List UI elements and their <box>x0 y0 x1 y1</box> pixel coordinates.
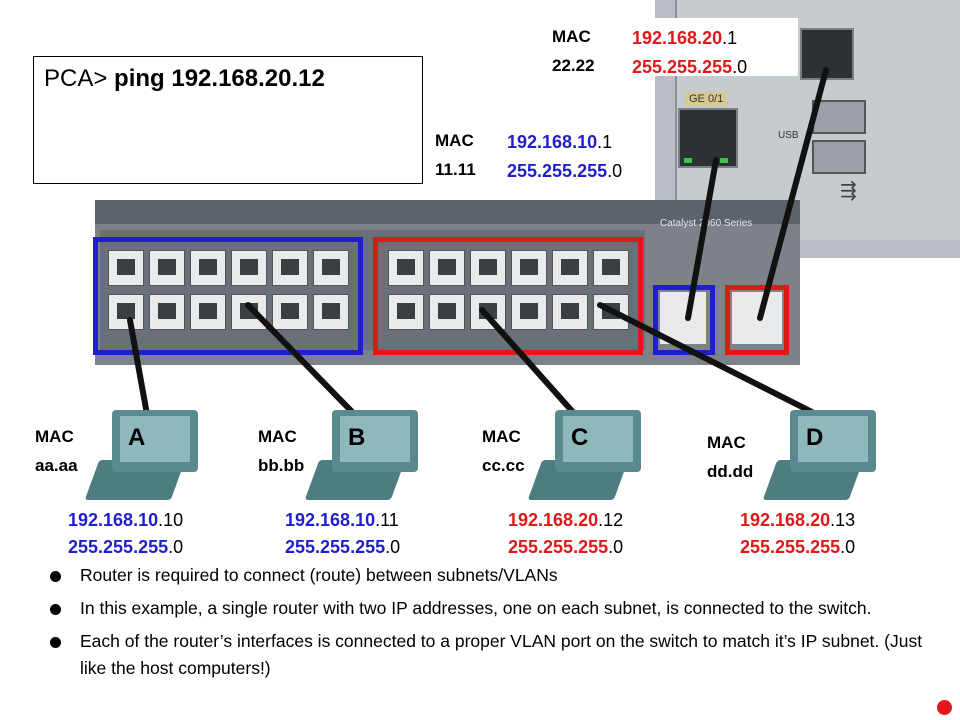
switch-port <box>470 250 506 286</box>
subnet-mask: 255.255.255.0 <box>632 57 748 77</box>
ip-address: 192.168.20.12 <box>508 510 624 530</box>
switch-port <box>231 250 267 286</box>
usb-label: USB <box>778 130 799 141</box>
switch-port <box>190 250 226 286</box>
mac-label: MAC <box>435 131 474 150</box>
ip-address: 192.168.20.13 <box>740 510 856 530</box>
vlan10-port-group <box>93 237 363 355</box>
router-port-led-blue <box>684 158 692 163</box>
bullet-item: Router is required to connect (route) be… <box>45 562 945 589</box>
computer-screen <box>563 416 633 462</box>
switch-port <box>272 294 308 330</box>
ip-address: 192.168.20.1 <box>632 28 738 48</box>
host-mac-c: MAC cc.cc <box>482 422 525 480</box>
console-window: PCA> ping 192.168.20.12 <box>33 56 423 184</box>
mac-label: MAC <box>35 427 74 446</box>
switch-top-edge <box>95 200 800 224</box>
mac-value: cc.cc <box>482 456 525 475</box>
cable-d <box>597 302 815 415</box>
console-prompt: PCA> <box>44 65 108 92</box>
router-if-blue-mac: MAC 11.11 <box>435 126 476 184</box>
cable-router-red <box>757 67 829 321</box>
mac-label: MAC <box>707 433 746 452</box>
host-computer-d: D <box>762 410 880 510</box>
switch-port <box>552 294 588 330</box>
mac-value: 22.22 <box>552 56 595 75</box>
vlan10-uplink-box <box>653 285 715 355</box>
host-name-label: B <box>348 424 366 451</box>
switch-port <box>313 250 349 286</box>
host-mac-d: MAC dd.dd <box>707 428 753 486</box>
mac-value: dd.dd <box>707 462 754 481</box>
switch-port <box>429 250 465 286</box>
slide-marker-dot <box>937 700 952 715</box>
console-command: ping 192.168.20.12 <box>114 65 325 92</box>
host-ip-d: 192.168.20.13 255.255.255.0 <box>740 507 855 561</box>
cable-router-blue <box>685 157 719 321</box>
mac-value: aa.aa <box>35 456 78 475</box>
vlan20-uplink-box <box>725 285 789 355</box>
switch-port <box>108 250 144 286</box>
host-ip-c: 192.168.20.12 255.255.255.0 <box>508 507 623 561</box>
router-if-red-ip: 192.168.20.1 255.255.255.0 <box>632 24 747 82</box>
switch-port <box>149 250 185 286</box>
switch-port <box>470 294 506 330</box>
ip-address: 192.168.10.1 <box>507 132 613 152</box>
mac-value: 11.11 <box>435 160 476 179</box>
switch-port <box>429 294 465 330</box>
switch-port <box>388 250 424 286</box>
ip-address: 192.168.10.11 <box>285 510 399 530</box>
mac-value: bb.bb <box>258 456 305 475</box>
computer-screen <box>120 416 190 462</box>
router-port-label: GE 0/1 <box>685 92 728 106</box>
host-name-label: C <box>571 424 589 451</box>
computer-screen <box>340 416 410 462</box>
cable-b <box>245 302 363 423</box>
ip-address: 192.168.10.10 <box>68 510 184 530</box>
mac-label: MAC <box>552 27 591 46</box>
host-ip-b: 192.168.10.11 255.255.255.0 <box>285 507 400 561</box>
usb-port-2 <box>812 140 866 174</box>
usb-icon: ⇶ <box>840 180 857 202</box>
switch-port <box>511 294 547 330</box>
host-name-label: A <box>128 424 146 451</box>
switch-port <box>552 250 588 286</box>
host-ip-a: 192.168.10.10 255.255.255.0 <box>68 507 183 561</box>
host-computer-b: B <box>304 410 422 510</box>
console-command-line: PCA> ping 192.168.20.12 <box>44 65 325 93</box>
switch-port <box>272 250 308 286</box>
switch-uplink-port-blue <box>660 292 706 344</box>
bullet-list: Router is required to connect (route) be… <box>45 562 945 688</box>
host-mac-b: MAC bb.bb <box>258 422 304 480</box>
mac-label: MAC <box>258 427 297 446</box>
subnet-mask: 255.255.255.0 <box>68 537 184 557</box>
subnet-mask: 255.255.255.0 <box>507 161 623 181</box>
host-computer-a: A <box>84 410 202 510</box>
switch-port <box>108 294 144 330</box>
bullet-item: In this example, a single router with tw… <box>45 595 945 622</box>
mac-label: MAC <box>482 427 521 446</box>
switch-port <box>149 294 185 330</box>
host-name-label: D <box>806 424 824 451</box>
router-if-blue-ip: 192.168.10.1 255.255.255.0 <box>507 128 622 186</box>
router-port-led-blue-2 <box>720 158 728 163</box>
vlan20-port-group <box>373 237 643 355</box>
router-if-red-mac: MAC 22.22 <box>552 22 595 80</box>
bullet-item: Each of the router’s interfaces is conne… <box>45 628 945 682</box>
subnet-mask: 255.255.255.0 <box>740 537 856 557</box>
cable-a <box>127 317 151 423</box>
switch-port <box>593 250 629 286</box>
router-if-red-label <box>540 18 798 76</box>
host-computer-c: C <box>527 410 645 510</box>
switch-port <box>190 294 226 330</box>
switch-port <box>388 294 424 330</box>
cable-c <box>479 307 583 423</box>
subnet-mask: 255.255.255.0 <box>285 537 401 557</box>
switch-port <box>511 250 547 286</box>
host-mac-a: MAC aa.aa <box>35 422 78 480</box>
switch-port <box>313 294 349 330</box>
computer-screen <box>798 416 868 462</box>
subnet-mask: 255.255.255.0 <box>508 537 624 557</box>
